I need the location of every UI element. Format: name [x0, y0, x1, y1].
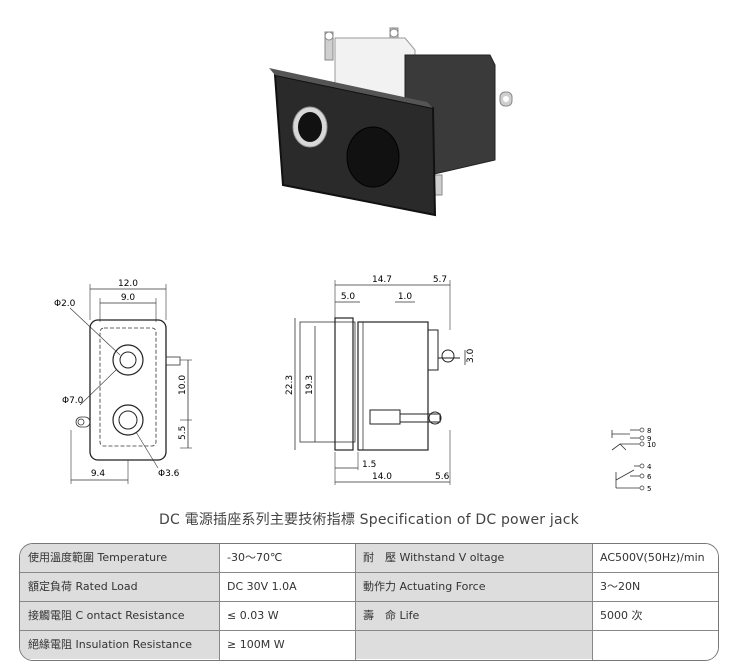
spec-label: 動作力 Actuating Force: [355, 573, 592, 601]
side-body: [357, 321, 429, 451]
table-divider: [592, 544, 593, 660]
front-inner-outline: [99, 327, 157, 447]
front-outline: [89, 319, 167, 461]
spec-label: 使用溫度範圍 Temperature: [20, 544, 219, 572]
spec-value: DC 30V 1.0A: [219, 573, 355, 601]
dim-hole-mid: Φ7.0: [62, 396, 84, 406]
schematic-pin-label: 6: [647, 473, 652, 481]
side-pin-eye: [441, 349, 455, 363]
dim-flange-depth: 5.0: [341, 292, 356, 302]
dim-bottom-offset: 5.5: [178, 426, 188, 440]
side-pin-block: [427, 329, 439, 371]
front-hole-bottom-inner: [118, 410, 138, 430]
table-divider: [219, 544, 220, 660]
dim-tail-length: 5.7: [433, 275, 447, 285]
dim-hole-top: Φ2.0: [54, 299, 76, 309]
spec-value: ≤ 0.03 W: [219, 602, 355, 630]
schematic-pin-dot: [639, 435, 645, 441]
spec-row: 絕緣電阻 Insulation Resistance≥ 100M W: [20, 631, 718, 659]
schematic-pin-label: 10: [647, 441, 656, 449]
dim-width-outer: 12.0: [118, 279, 138, 289]
side-dim-box: [299, 321, 356, 443]
dim-flange-thickness: 1.5: [362, 460, 376, 470]
photo-plate-edge: [269, 68, 433, 108]
table-divider: [355, 544, 356, 660]
spec-label: 額定負荷 Rated Load: [20, 573, 219, 601]
table-divider: [20, 630, 718, 631]
dim-pin-height: 3.0: [466, 348, 476, 363]
schematic-pin-label: 5: [647, 485, 651, 493]
schematic-pin-label: 9: [647, 435, 651, 443]
dim-pin-offset: 1.0: [398, 292, 413, 302]
front-hole-bottom: [112, 404, 144, 436]
dim-width-inner: 9.0: [121, 293, 136, 303]
dim-lead-span: 9.4: [91, 469, 106, 479]
dim-body-length: 14.0: [372, 472, 392, 482]
photo-large-hole: [346, 126, 400, 188]
spec-label: 耐 壓 Withstand V oltage: [355, 544, 592, 572]
spec-label: 接觸電阻 C ontact Resistance: [20, 602, 219, 630]
front-hole-top-inner: [119, 351, 137, 369]
product-photo: [269, 27, 513, 217]
dim-hole-bottom: Φ3.6: [158, 469, 180, 479]
side-view-drawing: 14.7 5.7 5.0 1.0 3.0 22.3 19.3 1.5 14.0 …: [285, 275, 476, 485]
dim-total-length: 14.7: [372, 275, 392, 285]
table-divider: [20, 572, 718, 573]
schematic-pin-dot: [639, 473, 645, 479]
photo-terminal-hole: [389, 28, 399, 38]
dim-pitch: 10.0: [178, 375, 188, 395]
schematic-pin-label: 4: [647, 463, 652, 471]
schematic-pin-dot: [639, 463, 645, 469]
schematic-pin-dot: [639, 441, 645, 447]
photo-terminal-hole: [324, 31, 334, 41]
page-title: DC 電源插座系列主要技術指標 Specification of DC powe…: [159, 512, 579, 528]
table-divider: [20, 601, 718, 602]
spec-value: ≥ 100M W: [219, 631, 355, 659]
dim-pin-length: 5.6: [435, 472, 450, 482]
schematic-pin-label: 8: [647, 427, 651, 435]
spec-value: [592, 631, 718, 659]
photo-terminal-hole: [503, 96, 509, 102]
dim-inner-height: 19.3: [305, 375, 315, 395]
schematic-pin-dot: [639, 427, 645, 433]
spec-value: 5000 次: [592, 602, 718, 630]
side-flange: [334, 317, 354, 451]
spec-label: [355, 631, 592, 659]
photo-small-hole: [298, 112, 322, 142]
spec-label: 壽 命 Life: [355, 602, 592, 630]
spec-value: -30～70℃: [219, 544, 355, 572]
dim-outer-height: 22.3: [285, 375, 295, 395]
front-hole-top: [112, 344, 144, 376]
front-view-drawing: 12.0 9.0 Φ2.0 10.0 5.5 Φ7.0 9.4 Φ3.6: [54, 279, 192, 484]
schematic-pin-dot: [639, 485, 645, 491]
spec-value: AC500V(50Hz)/min: [592, 544, 718, 572]
spec-value: 3～20N: [592, 573, 718, 601]
spec-label: 絕緣電阻 Insulation Resistance: [20, 631, 219, 659]
